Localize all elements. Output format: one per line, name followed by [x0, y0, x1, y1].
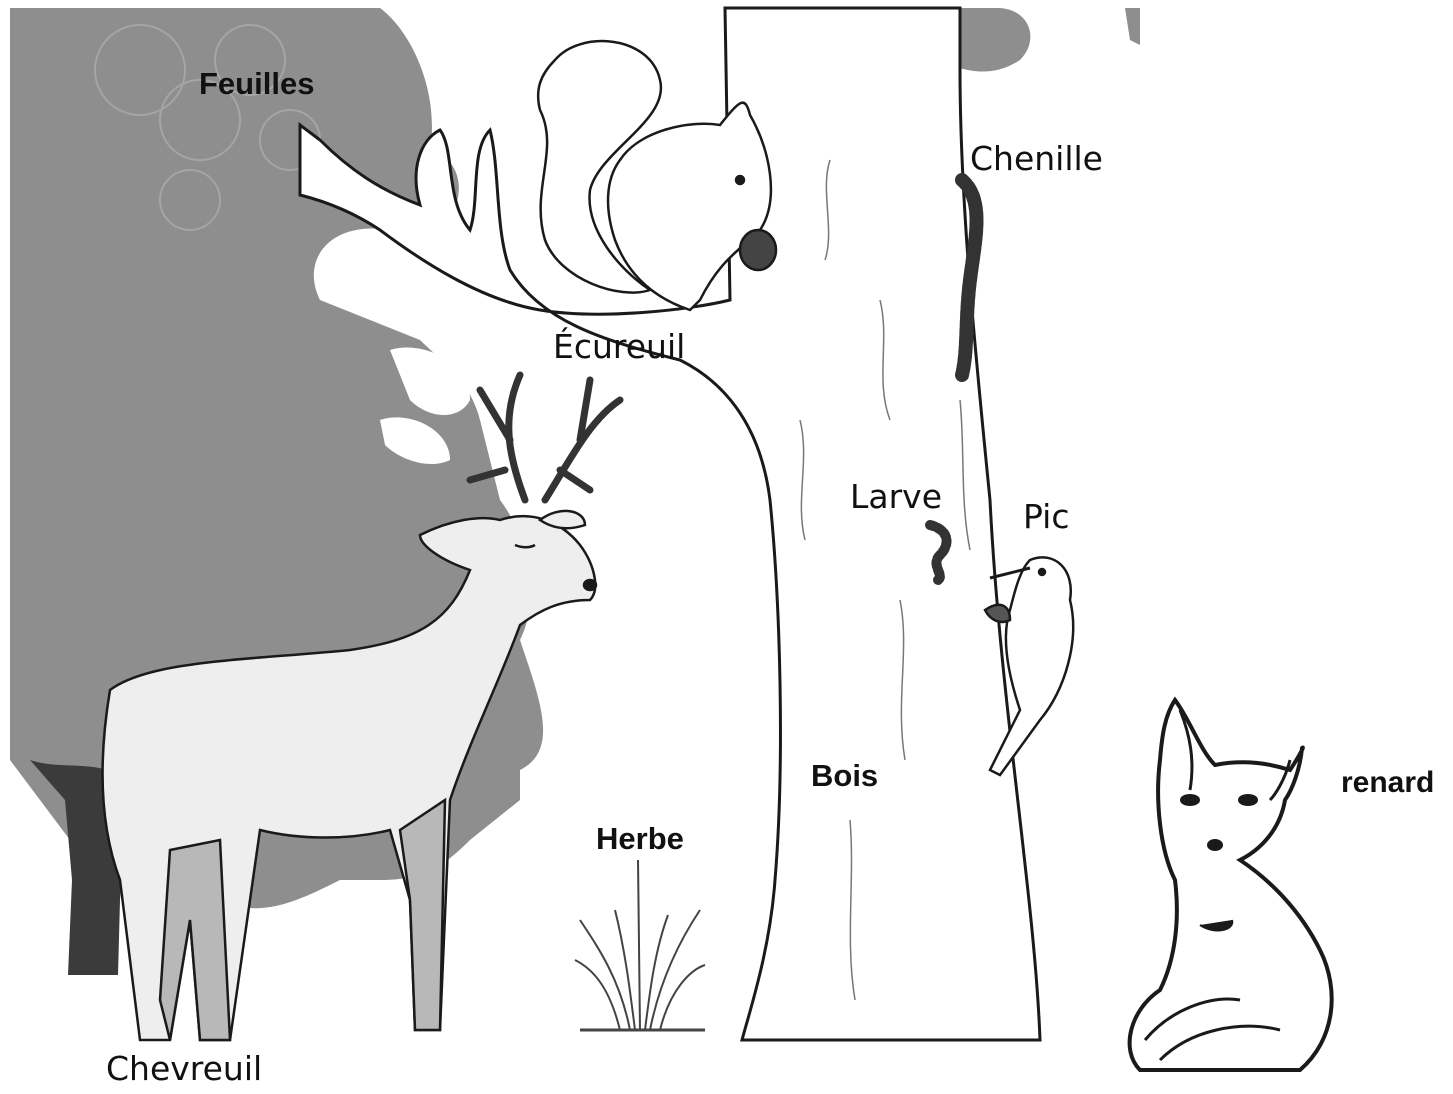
label-herbe: Herbe: [596, 823, 684, 854]
fox-illustration: [1130, 700, 1332, 1070]
label-ecureuil: Écureuil: [553, 330, 685, 363]
label-chenille: Chenille: [970, 142, 1103, 175]
label-bois: Bois: [811, 760, 878, 791]
label-renard: renard: [1341, 768, 1434, 798]
label-chevreuil: Chevreuil: [106, 1052, 262, 1085]
label-feuilles: Feuilles: [199, 68, 314, 99]
grass-illustration: [575, 860, 705, 1030]
label-pic: Pic: [1023, 500, 1070, 533]
label-larve: Larve: [850, 480, 942, 513]
